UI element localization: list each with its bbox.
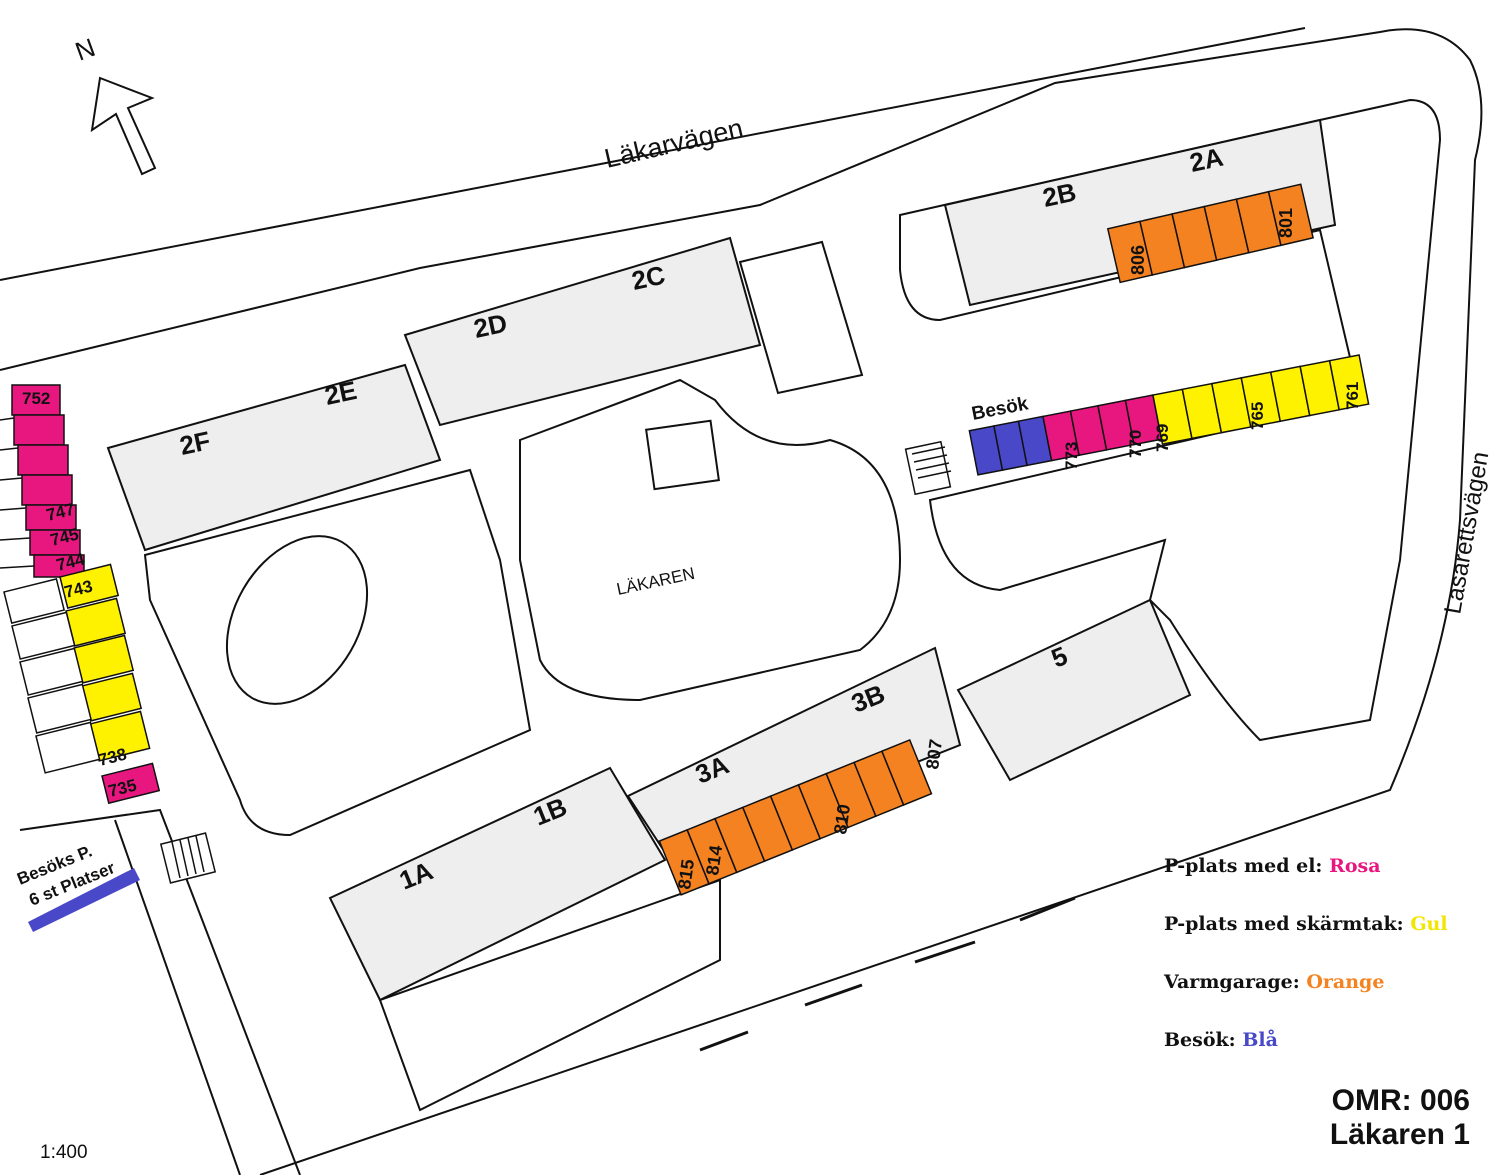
south-garage: [658, 738, 933, 896]
west-parking-strip: [0, 384, 161, 805]
courtyard-oval: [225, 535, 369, 705]
legend-row-visit: Besök: Blå: [1164, 1029, 1278, 1051]
north-garage: [1106, 183, 1314, 284]
center-parking-row: [968, 354, 1370, 476]
space-769: 769: [1153, 424, 1172, 452]
legend-row-garage: Varmgarage: Orange: [1164, 971, 1385, 993]
space-814: 814: [702, 844, 726, 877]
road-label-east: Lasarettsvägen: [1439, 450, 1494, 616]
building-2C-2D: [403, 236, 762, 427]
building-3A-3B: [626, 646, 962, 862]
center-row-labels: 773 770 769 765 761: [1062, 382, 1362, 470]
label-2D: 2D: [471, 308, 510, 344]
space-773: 773: [1062, 442, 1081, 470]
road-label-north: Läkarvägen: [602, 113, 746, 174]
building-1A-1B: [328, 766, 667, 1002]
scale-label: 1:400: [40, 1142, 88, 1163]
label-2E: 2E: [322, 375, 359, 411]
space-801: 801: [1276, 208, 1296, 238]
park-lakaren: [519, 378, 902, 702]
park-square: [645, 419, 720, 491]
legend-row-el: P-plats med el: Rosa: [1164, 855, 1381, 877]
stairs-icon: [159, 440, 952, 884]
property-name: Läkaren 1: [1329, 1118, 1470, 1151]
road-dashes: [699, 896, 1076, 1052]
space-806: 806: [1128, 245, 1148, 275]
label-2B: 2B: [1040, 177, 1079, 213]
legend-color-orange: Orange: [1306, 971, 1385, 993]
map-title: OMR: 006 Läkaren 1: [1330, 1084, 1470, 1152]
building-2E-2F: [106, 363, 442, 552]
legend-color-pink: Rosa: [1329, 855, 1381, 877]
map-legend: P-plats med el: Rosa P-plats med skärmta…: [1164, 852, 1484, 1084]
svg-text:N: N: [71, 32, 99, 67]
space-765: 765: [1248, 402, 1267, 430]
space-761: 761: [1343, 382, 1362, 410]
legend-row-roof: P-plats med skärmtak: Gul: [1164, 913, 1448, 935]
visitor-parking-bar: [28, 868, 140, 932]
courtyard-south: [378, 878, 721, 1112]
space-815: 815: [674, 858, 698, 891]
space-770: 770: [1126, 430, 1145, 458]
space-752: 752: [22, 389, 50, 408]
omr-code: OMR: 006: [1331, 1084, 1470, 1117]
label-2A: 2A: [1187, 142, 1226, 178]
space-807: 807: [922, 738, 946, 771]
building-2A-2B: [943, 118, 1337, 307]
legend-color-yellow: Gul: [1410, 913, 1448, 935]
building-5: [956, 598, 1192, 782]
buildings: [106, 118, 1337, 1002]
legend-color-blue: Blå: [1242, 1029, 1278, 1051]
building-2C-annex: [738, 240, 864, 395]
north-arrow-icon: N: [71, 32, 157, 176]
space-810: 810: [830, 803, 854, 836]
label-2C: 2C: [629, 260, 668, 296]
label-2F: 2F: [177, 425, 213, 461]
south-garage-labels: 815 814 810 807: [674, 738, 946, 891]
